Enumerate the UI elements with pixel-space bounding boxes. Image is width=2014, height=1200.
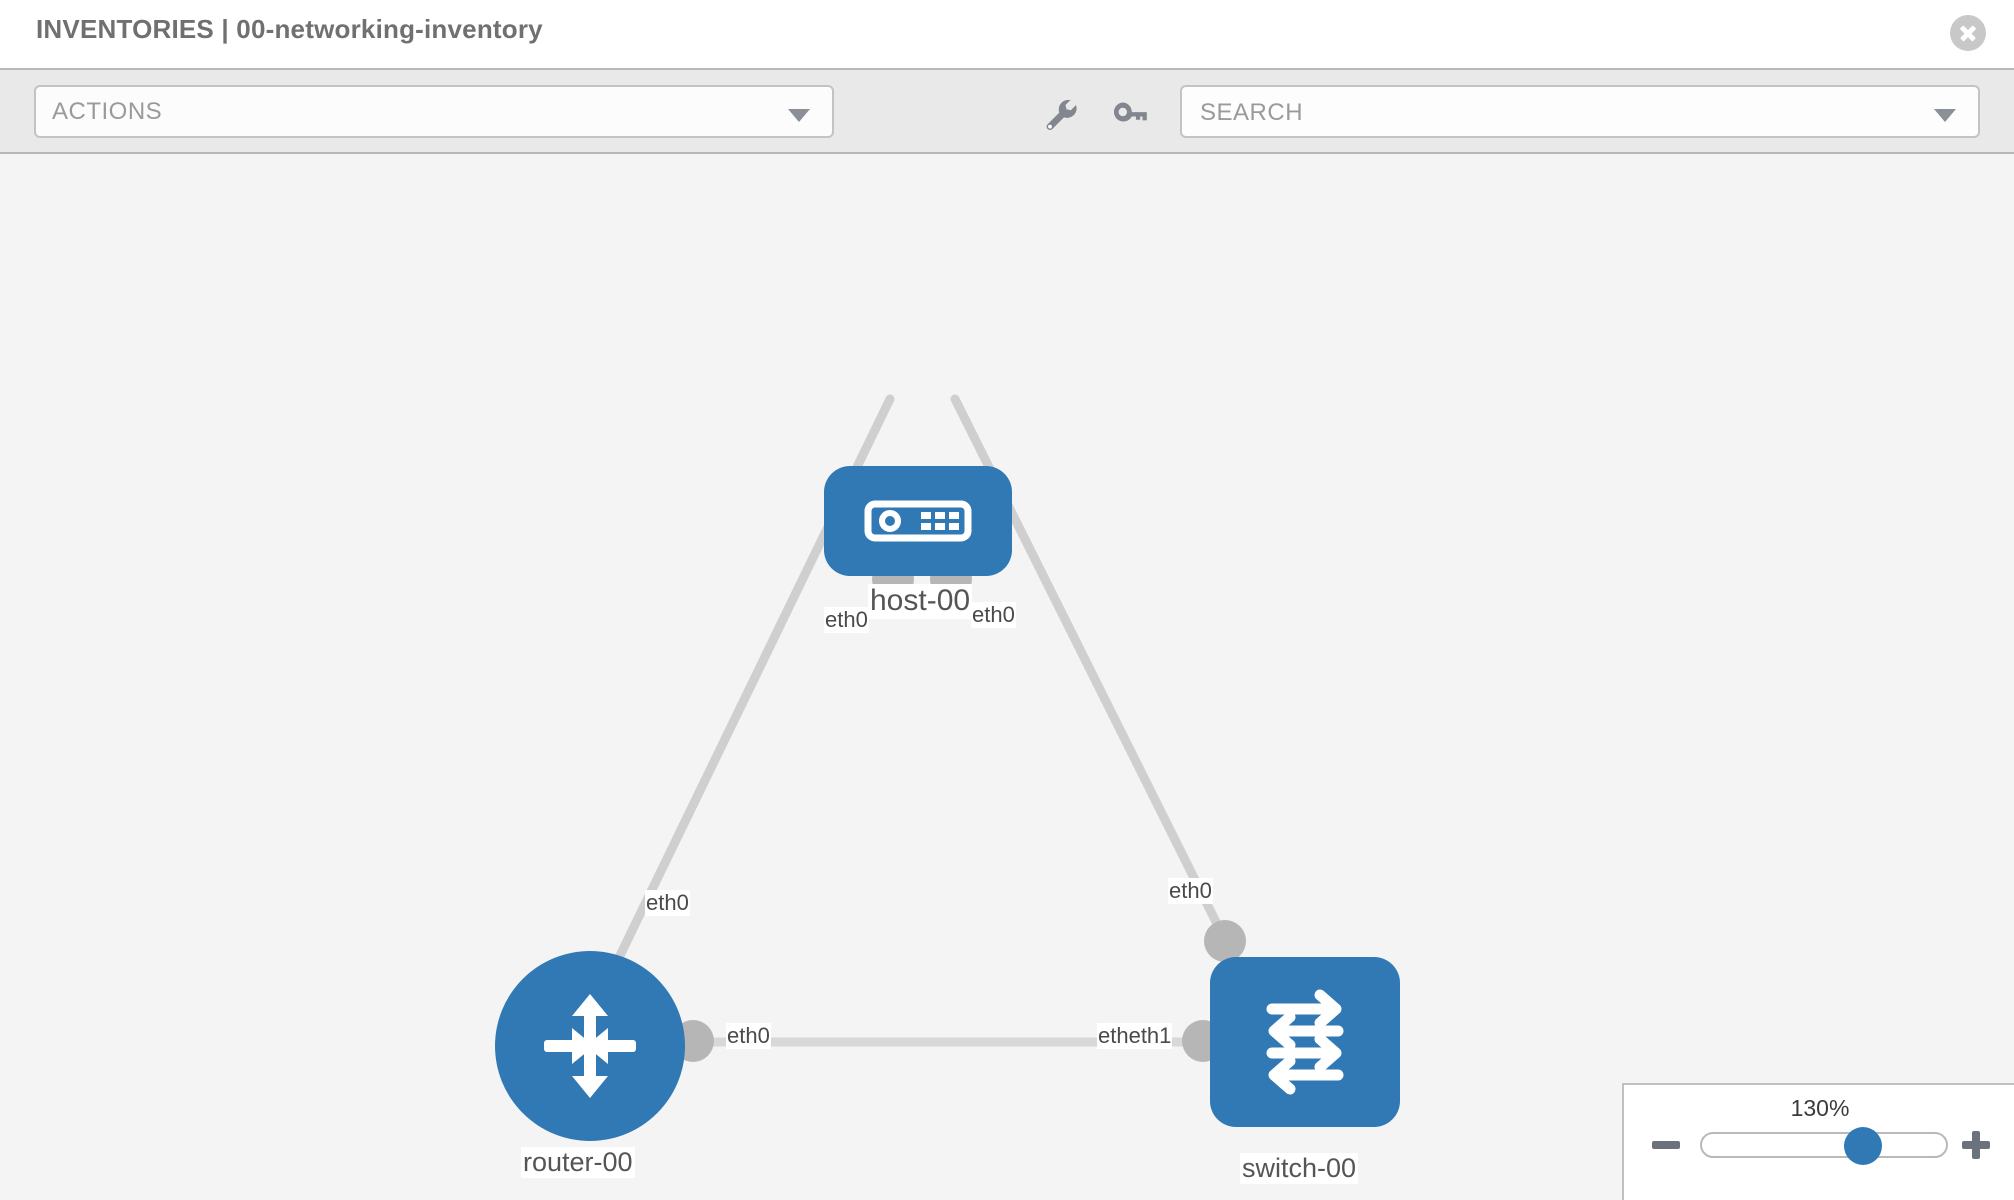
node-router-00-label: router-00 [521, 1147, 635, 1179]
zoom-level-value: 130% [1790, 1095, 1850, 1121]
iface-label-switch-uplink: eth0 [1168, 878, 1213, 905]
search-field[interactable] [1180, 85, 1980, 138]
chevron-down-icon[interactable] [1934, 109, 1956, 122]
chevron-down-icon [788, 109, 810, 122]
actions-dropdown[interactable]: ACTIONS [34, 85, 834, 138]
zoom-slider[interactable] [1700, 1127, 1948, 1165]
toolbar: ACTIONS [0, 68, 2014, 154]
page-title: INVENTORIES | 00-networking-inventory [36, 14, 543, 44]
zoom-out-button[interactable] [1650, 1129, 1682, 1161]
iface-label-router-eth0: eth0 [726, 1023, 771, 1050]
router-arrows-icon [544, 994, 636, 1098]
iface-label-router-uplink: eth0 [645, 890, 690, 917]
topology-links [607, 394, 1237, 1047]
node-switch-00-shape[interactable] [1210, 957, 1400, 1127]
connector-switch-top[interactable] [1204, 920, 1246, 962]
switch-arrows-icon [1266, 989, 1344, 1095]
node-router-00-shape[interactable] [495, 951, 685, 1141]
zoom-control-panel: 130% [1622, 1083, 2014, 1200]
node-switch-00-label: switch-00 [1240, 1153, 1359, 1185]
key-icon[interactable] [1106, 92, 1150, 136]
search-input[interactable] [1198, 87, 1902, 138]
actions-dropdown-label: ACTIONS [52, 98, 163, 125]
iface-label-host-right: eth0 [971, 602, 1016, 629]
page-header: INVENTORIES | 00-networking-inventory [0, 0, 2014, 68]
close-icon[interactable] [1950, 15, 1986, 51]
node-host-00-label: host-00 [868, 584, 973, 619]
topology-canvas[interactable]: host-00 [0, 154, 2014, 1200]
zoom-slider-thumb[interactable] [1844, 1127, 1882, 1165]
server-icon [864, 500, 972, 542]
iface-label-switch-eth1-overlap: etheth1 [1097, 1023, 1173, 1050]
iface-label-host-left: eth0 [824, 607, 869, 634]
wrench-icon[interactable] [1038, 92, 1082, 136]
node-host-00-shape[interactable] [824, 466, 1012, 576]
zoom-in-button[interactable] [1960, 1129, 1992, 1161]
